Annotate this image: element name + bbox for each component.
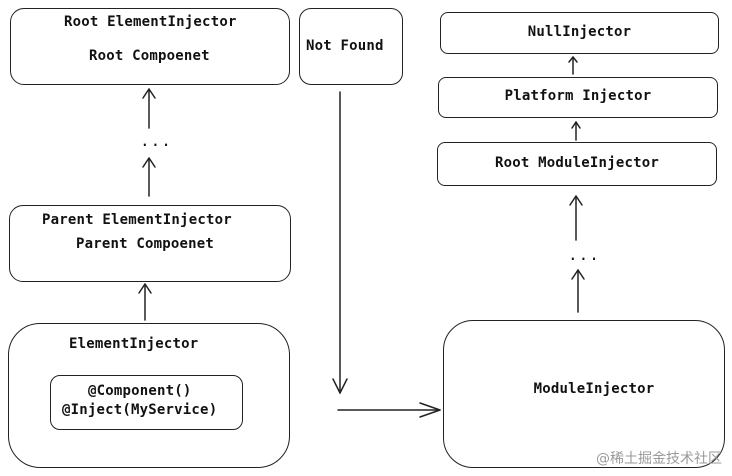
watermark: @稀土掘金技术社区 [596, 451, 722, 467]
module-injector-box [443, 320, 725, 468]
arrow-not-found-down [332, 91, 348, 394]
component-decorator-box [50, 375, 243, 430]
arrow-module-to-dots [571, 269, 585, 313]
inject-decorator-line: @Inject(MyService) [62, 402, 218, 418]
root-component-label: Root Compoenet [89, 48, 210, 64]
arrow-dots-to-root-module [569, 195, 583, 241]
platform-injector-box [438, 77, 718, 118]
root-element-injector-box [10, 8, 290, 85]
arrow-root-module-to-platform [571, 121, 581, 141]
root-element-injector-title: Root ElementInjector [64, 14, 237, 30]
element-injector-title: ElementInjector [69, 336, 199, 352]
arrow-element-to-parent [138, 283, 152, 321]
component-decorator-line: @Component() [88, 383, 192, 399]
parent-component-label: Parent Compoenet [76, 236, 215, 252]
null-injector-label: NullInjector [527, 24, 632, 40]
left-ellipsis: ... [140, 131, 172, 150]
arrow-to-module-injector [337, 402, 441, 418]
arrow-parent-to-dots [142, 157, 156, 197]
arrow-dots-to-root [142, 88, 156, 129]
parent-element-injector-box [9, 205, 291, 282]
root-module-injector-box [437, 142, 717, 186]
not-found-label: Not Found [306, 38, 384, 54]
parent-element-injector-title: Parent ElementInjector [42, 212, 232, 228]
root-module-injector-label: Root ModuleInjector [495, 155, 659, 171]
platform-injector-label: Platform Injector [504, 88, 652, 104]
module-injector-label: ModuleInjector [533, 381, 655, 397]
not-found-box [299, 8, 403, 85]
null-injector-box [440, 12, 719, 54]
arrow-platform-to-null [568, 56, 578, 75]
right-ellipsis: ... [568, 245, 600, 264]
